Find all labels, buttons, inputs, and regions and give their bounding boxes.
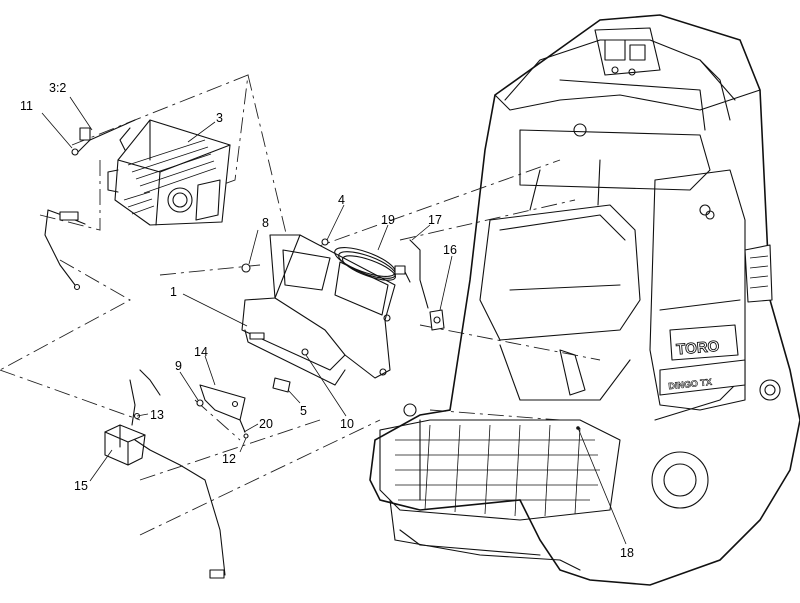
- callout-20: 20: [259, 417, 273, 431]
- battery-charger: [77, 119, 231, 226]
- callout-8: 8: [262, 216, 269, 230]
- callout-5: 5: [300, 404, 307, 418]
- clip-5: [272, 377, 291, 393]
- cable-coil: [334, 247, 411, 283]
- leader-lines: [41, 96, 627, 545]
- callout-1: 1: [170, 285, 177, 299]
- callout-18: 18: [620, 546, 634, 560]
- wire-harness: [44, 209, 161, 396]
- frame-logo: TORO: [676, 338, 721, 359]
- callout-3: 3: [216, 111, 223, 125]
- callout-3-2: 3:2: [49, 81, 66, 95]
- tread-plate: [395, 424, 600, 517]
- small-bracket-14: [199, 384, 246, 433]
- connector-16: [429, 309, 445, 331]
- callouts: 3:2 11 3 8 4 19 17 16 1 9 14 5 10 13 20 …: [20, 81, 634, 560]
- callout-14: 14: [194, 345, 208, 359]
- callout-15: 15: [74, 479, 88, 493]
- phantom-lines: [0, 74, 601, 536]
- machine-frame: TORO DINGO TX: [369, 14, 800, 586]
- callout-19: 19: [381, 213, 395, 227]
- callout-9: 9: [175, 359, 182, 373]
- module-15: [104, 379, 226, 579]
- callout-12: 12: [222, 452, 236, 466]
- callout-13: 13: [150, 408, 164, 422]
- callout-16: 16: [443, 243, 457, 257]
- callout-11: 11: [20, 99, 33, 113]
- fasteners: [71, 148, 429, 439]
- model-plate: DINGO TX: [668, 377, 712, 391]
- callout-17: 17: [428, 213, 442, 227]
- callout-4: 4: [338, 193, 345, 207]
- callout-10: 10: [340, 417, 354, 431]
